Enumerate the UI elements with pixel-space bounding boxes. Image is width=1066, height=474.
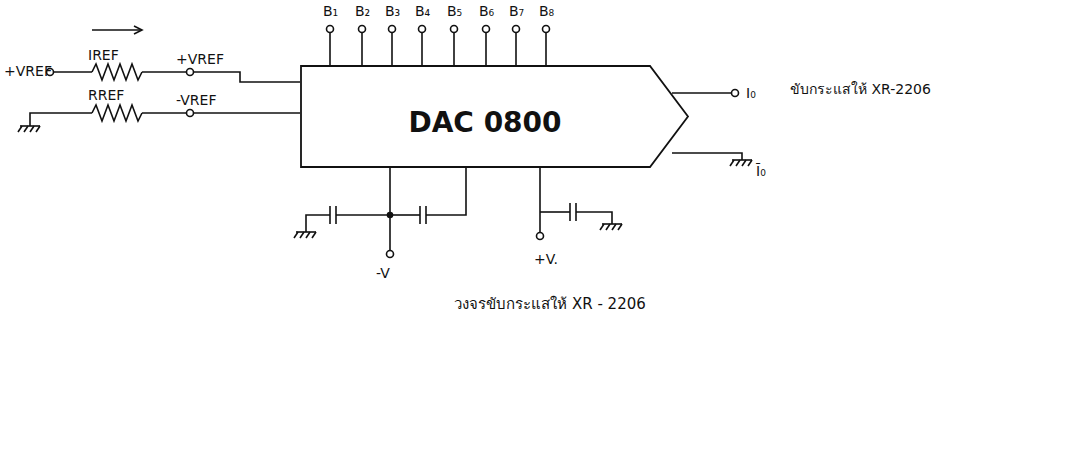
chip-name: DAC 0800 (408, 106, 561, 139)
bit-pin (545, 32, 547, 65)
pin-name: +VREF (176, 52, 224, 67)
bit-pin-name: B₅ (447, 4, 462, 19)
ref-voltage: +VREF (4, 64, 52, 79)
output-name: I₀ (746, 86, 756, 101)
current-label: IREF (88, 48, 119, 63)
pin-terminal (359, 26, 366, 33)
bit-pin-name: B₂ (355, 4, 370, 19)
bit-pin-name: B₃ (385, 4, 400, 19)
caption: วงจรขับกระแสให้ XR - 2206 (454, 292, 646, 316)
bit-pin (421, 32, 423, 65)
pin-terminal (483, 26, 490, 33)
bit-pin (485, 32, 487, 65)
pin-terminal (451, 26, 458, 33)
supply-name: +V. (534, 252, 558, 267)
pin-terminal (389, 26, 396, 33)
bit-pin-name: B₇ (509, 4, 524, 19)
bit-pin (391, 32, 393, 65)
bit-pin (515, 32, 517, 65)
resistor-label: RREF (88, 88, 124, 103)
pin-terminal (543, 26, 550, 33)
output-name: Ī₀ (756, 164, 766, 179)
pin-terminal (327, 26, 334, 33)
bit-pin-name: B₆ (479, 4, 494, 19)
bit-pin (453, 32, 455, 65)
bit-pin-name: B₈ (539, 4, 554, 19)
dac-chip: DAC 0800 (300, 65, 690, 168)
pin-terminal (419, 26, 426, 33)
bit-pin (329, 32, 331, 65)
pin-name: -VREF (176, 93, 216, 108)
note: ขับกระแสให้ XR-2206 (790, 82, 931, 97)
bit-pin-name: B₁ (323, 4, 338, 19)
pin-terminal (513, 26, 520, 33)
bit-pin-name: B₄ (415, 4, 430, 19)
supply-name: -V (376, 266, 390, 281)
bit-pin (361, 32, 363, 65)
